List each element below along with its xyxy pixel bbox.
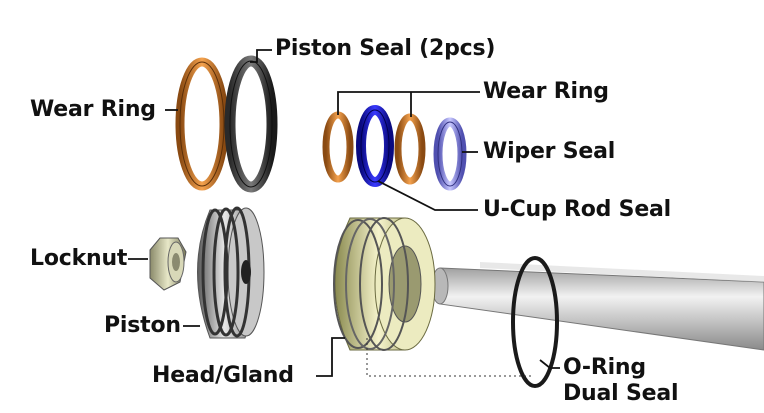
label-wiper-seal: Wiper Seal bbox=[483, 139, 616, 164]
u-cup-rod-seal-part bbox=[356, 105, 394, 187]
label-head-gland: Head/Gland bbox=[152, 363, 294, 388]
piston-seal-part bbox=[224, 55, 278, 193]
wear-ring-right-part-2 bbox=[394, 113, 426, 185]
rod-part bbox=[431, 262, 764, 351]
label-wear-ring-left: Wear Ring bbox=[30, 97, 156, 122]
wear-ring-right-part-1 bbox=[322, 111, 354, 183]
label-wear-ring-right: Wear Ring bbox=[483, 79, 609, 104]
label-piston: Piston bbox=[104, 313, 181, 338]
label-dual-seal: Dual Seal bbox=[563, 381, 679, 406]
locknut-part bbox=[149, 237, 187, 291]
wear-ring-left-part bbox=[175, 57, 229, 191]
label-u-cup-rod-seal: U-Cup Rod Seal bbox=[483, 197, 672, 222]
leader-lines bbox=[128, 49, 560, 377]
wiper-seal-part bbox=[433, 117, 467, 191]
head-gland-part bbox=[333, 217, 436, 351]
label-o-ring: O-Ring bbox=[563, 355, 646, 380]
o-ring-part bbox=[511, 256, 559, 388]
piston-part bbox=[197, 206, 265, 339]
label-piston-seal: Piston Seal (2pcs) bbox=[275, 36, 496, 61]
label-locknut: Locknut bbox=[30, 246, 128, 271]
